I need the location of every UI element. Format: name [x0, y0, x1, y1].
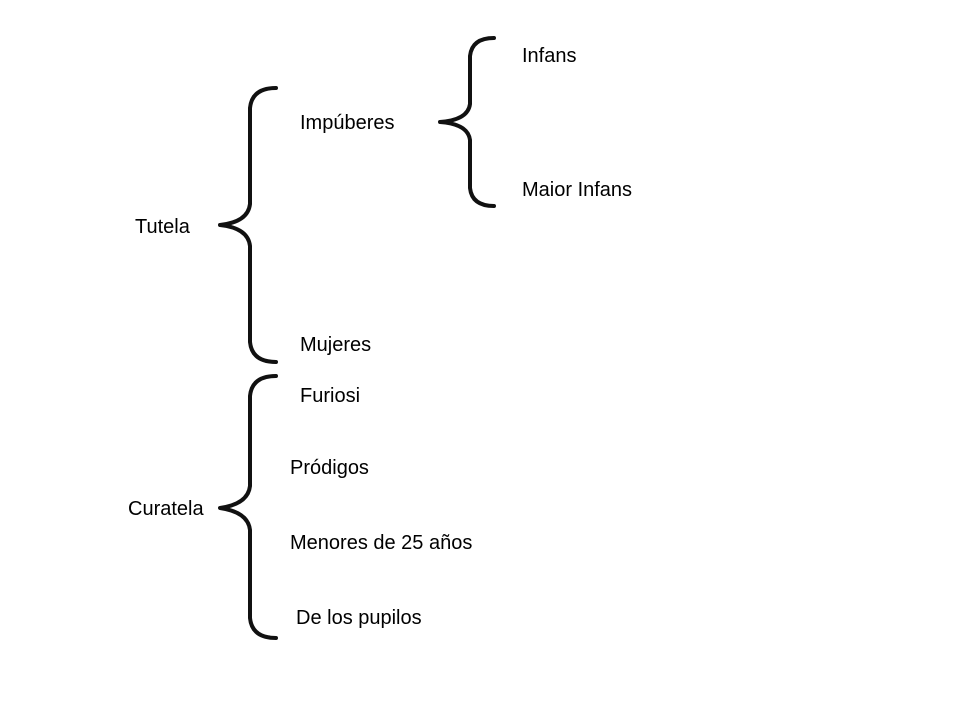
label-maior-infans: Maior Infans — [522, 179, 633, 201]
label-impuberes: Impúberes — [300, 112, 395, 134]
label-tutela: Tutela — [135, 216, 190, 238]
brace-impuberes — [438, 36, 496, 208]
label-infans: Infans — [522, 45, 577, 67]
label-mujeres: Mujeres — [300, 334, 372, 356]
brace-tutela — [218, 86, 278, 364]
label-menores-de-25-anos: Menores de 25 años — [290, 532, 473, 554]
brace-curatela — [218, 374, 278, 640]
label-furiosi: Furiosi — [300, 385, 361, 407]
label-de-los-pupilos: De los pupilos — [296, 607, 422, 629]
label-curatela: Curatela — [128, 498, 204, 520]
label-prodigos: Pródigos — [290, 457, 369, 479]
